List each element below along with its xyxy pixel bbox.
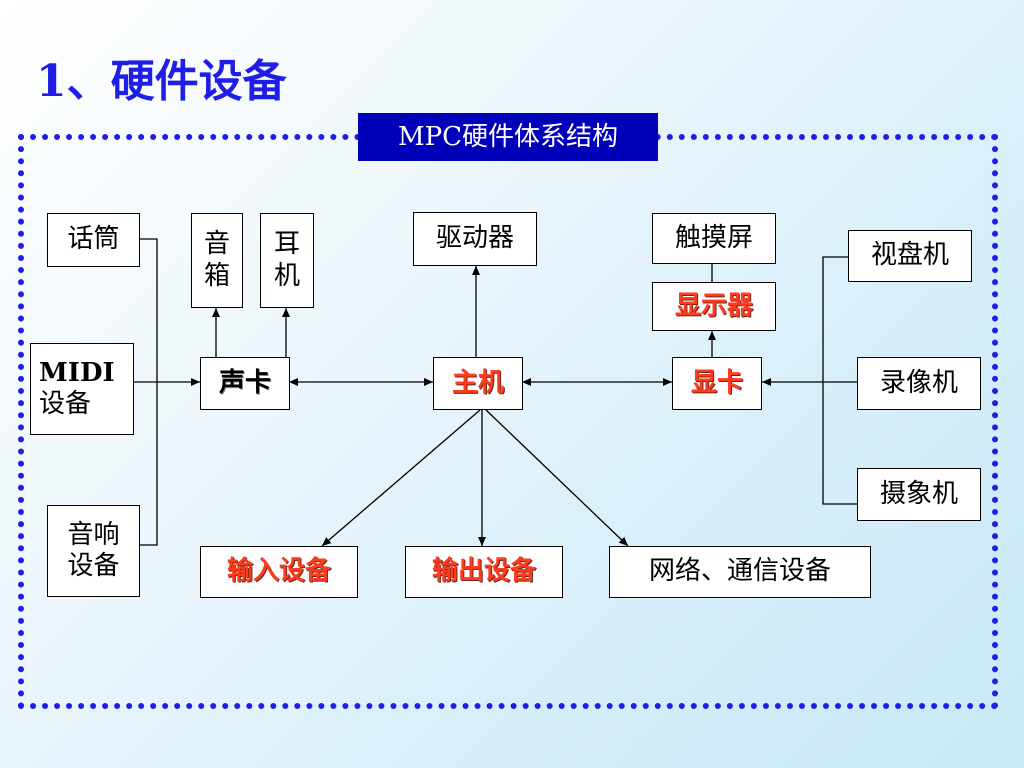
- page-title: 1、硬件设备: [36, 56, 287, 107]
- node-video-card: 显卡: [672, 357, 762, 410]
- node-vcr: 录像机: [857, 357, 981, 410]
- node-drive: 驱动器: [413, 212, 537, 266]
- node-sound-card: 声卡: [200, 357, 290, 410]
- node-headphone: 耳 机: [260, 213, 314, 308]
- node-camera: 摄象机: [857, 468, 981, 521]
- node-touchscreen: 触摸屏: [652, 213, 776, 264]
- node-network-devices: 网络、通信设备: [609, 546, 871, 598]
- node-videodisc: 视盘机: [848, 230, 972, 282]
- node-host: 主机: [433, 357, 523, 410]
- node-mic: 话筒: [47, 213, 140, 267]
- node-midi: MIDI 设备: [30, 343, 134, 435]
- diagram-caption: MPC硬件体系结构: [358, 113, 658, 161]
- node-audio-equipment: 音响 设备: [47, 505, 140, 597]
- node-input-devices: 输入设备: [200, 546, 358, 598]
- node-speaker-box: 音 箱: [191, 213, 243, 308]
- node-output-devices: 输出设备: [405, 546, 563, 598]
- node-display: 显示器: [652, 282, 776, 331]
